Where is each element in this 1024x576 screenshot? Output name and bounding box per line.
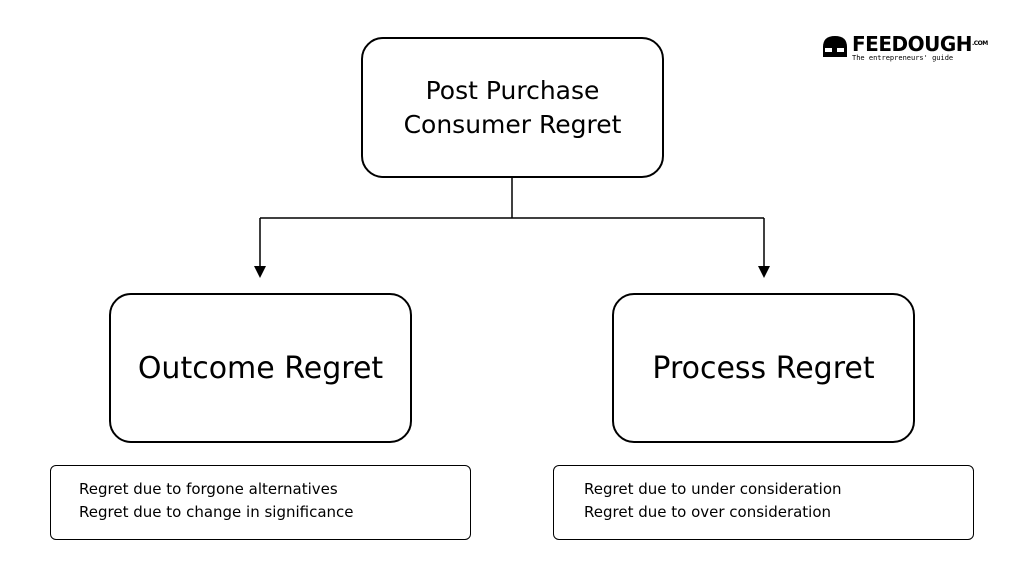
detail-item: Regret due to forgone alternatives [79,480,338,498]
feedough-logo: FEEDOUGH.COM The entrepreneurs' guide [820,34,988,62]
logo-name: FEEDOUGH [852,32,972,56]
detail-item: Regret due to over consideration [584,503,832,521]
logo-suffix: .COM [971,40,988,47]
outcome-regret-details: Regret due to forgone alternatives Regre… [50,465,471,540]
process-regret-node: Process Regret [612,293,915,443]
detail-item: Regret due to change in significance [79,503,354,521]
outcome-regret-node: Outcome Regret [109,293,412,443]
detail-item: Regret due to under consideration [584,480,842,498]
root-label-line1: Post Purchase [425,75,600,105]
right-arrowhead [758,266,770,278]
mascot-icon [823,36,847,57]
process-regret-details: Regret due to under consideration Regret… [553,465,974,540]
outcome-regret-label: Outcome Regret [137,350,384,386]
left-arrowhead [254,266,266,278]
process-regret-label: Process Regret [652,350,875,386]
logo-tagline: The entrepreneurs' guide [852,54,954,62]
root-label-line2: Consumer Regret [403,109,622,139]
